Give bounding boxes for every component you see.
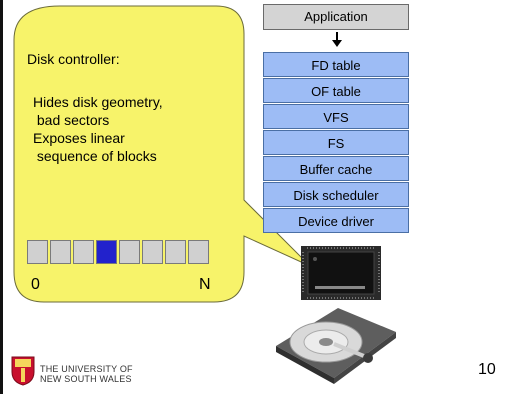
callout-line-2: bad sectors [33, 112, 110, 128]
callout-shape [13, 5, 311, 303]
disk-block [27, 240, 48, 264]
layer-box: Device driver [263, 208, 409, 233]
disk-block [119, 240, 140, 264]
callout-line-3: Exposes linear [33, 130, 125, 146]
page-number: 10 [478, 361, 496, 378]
university-name: THE UNIVERSITY OF NEW SOUTH WALES [40, 364, 133, 384]
callout-line-1: Hides disk geometry, [33, 94, 163, 110]
layer-box: Disk scheduler [263, 182, 409, 207]
layer-box: OF table [263, 78, 409, 103]
disk-block [142, 240, 163, 264]
hard-drive-image [276, 308, 396, 384]
callout-title: Disk controller: [27, 51, 120, 67]
layer-box: VFS [263, 104, 409, 129]
layer-box: FD table [263, 52, 409, 77]
university-crest-logo [11, 356, 35, 386]
slide-left-border [0, 0, 3, 394]
disk-block [165, 240, 186, 264]
layer-box: FS [263, 130, 409, 155]
controller-chip-image [301, 246, 381, 300]
selected-block [96, 240, 117, 264]
axis-start-label: 0 [31, 276, 40, 293]
layer-box: Buffer cache [263, 156, 409, 181]
application-box: Application [263, 4, 409, 30]
disk-block [188, 240, 209, 264]
disk-block [50, 240, 71, 264]
callout-line-4: sequence of blocks [33, 148, 157, 164]
axis-end-label: N [199, 276, 211, 293]
university-line-2: NEW SOUTH WALES [40, 374, 132, 384]
university-line-1: THE UNIVERSITY OF [40, 364, 133, 374]
down-arrow-icon [332, 32, 342, 47]
disk-block [73, 240, 94, 264]
